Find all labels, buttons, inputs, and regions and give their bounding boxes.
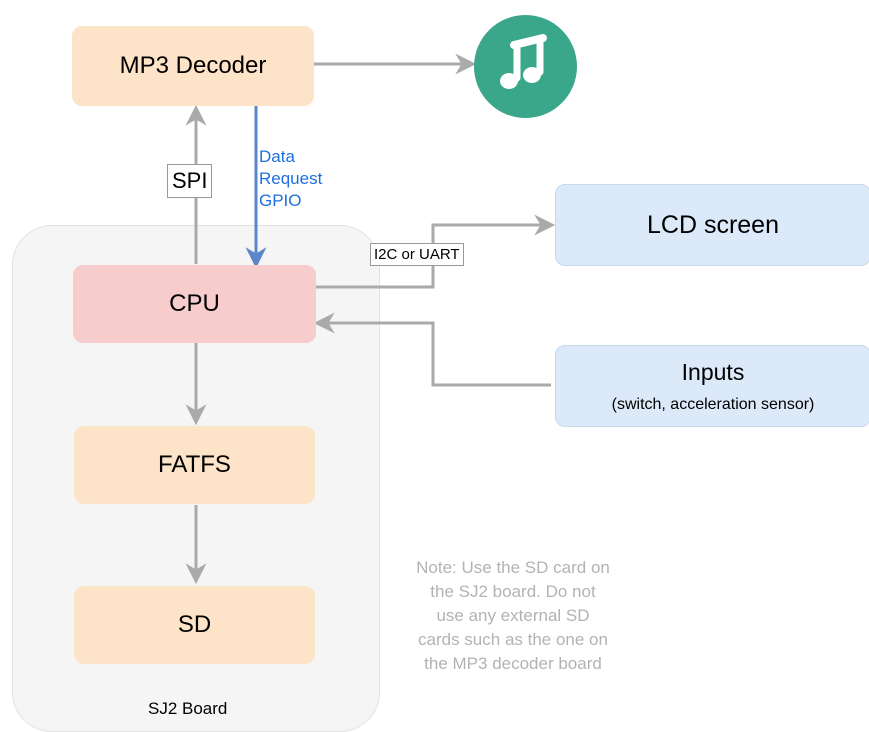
mp3-decoder-box: MP3 Decoder [72,26,314,106]
sj2-board-label: SJ2 Board [148,699,228,718]
spi-label-text: SPI [172,168,208,193]
i2c-uart-label-text: I2C or UART [374,246,460,263]
note-text: Note: Use the SD card on the SJ2 board. … [367,556,659,676]
cpu-label: CPU [169,290,220,317]
music-note-icon [474,15,577,118]
sd-box: SD [74,586,315,664]
spi-label: SPI [167,164,213,198]
note-line-3: use any external SD [436,606,590,625]
note-line-1: Note: Use the SD card on [416,558,610,577]
note-line-4: cards such as the one on [418,630,608,649]
lcd-screen-label: LCD screen [647,210,779,239]
note-line-2: the SJ2 board. Do not [430,582,596,601]
inputs-box: Inputs (switch, acceleration sensor) [555,345,869,427]
data-request-line2: Request [259,169,323,188]
data-request-line3: GPIO [259,191,302,210]
inputs-title: Inputs [681,358,745,385]
inputs-subtitle: (switch, acceleration sensor) [611,395,815,413]
fatfs-label: FATFS [158,451,231,478]
data-request-gpio-label: Data Request GPIO [259,146,322,212]
cpu-box: CPU [73,265,316,343]
inputs-to-cpu-arrow [313,312,551,387]
mp3-decoder-label: MP3 Decoder [119,52,267,79]
fatfs-box: FATFS [74,426,315,504]
i2c-uart-label: I2C or UART [370,243,464,266]
lcd-screen-box: LCD screen [555,184,869,266]
sd-label: SD [177,611,212,638]
data-request-line1: Data [259,147,295,166]
note-line-5: the MP3 decoder board [424,654,602,673]
